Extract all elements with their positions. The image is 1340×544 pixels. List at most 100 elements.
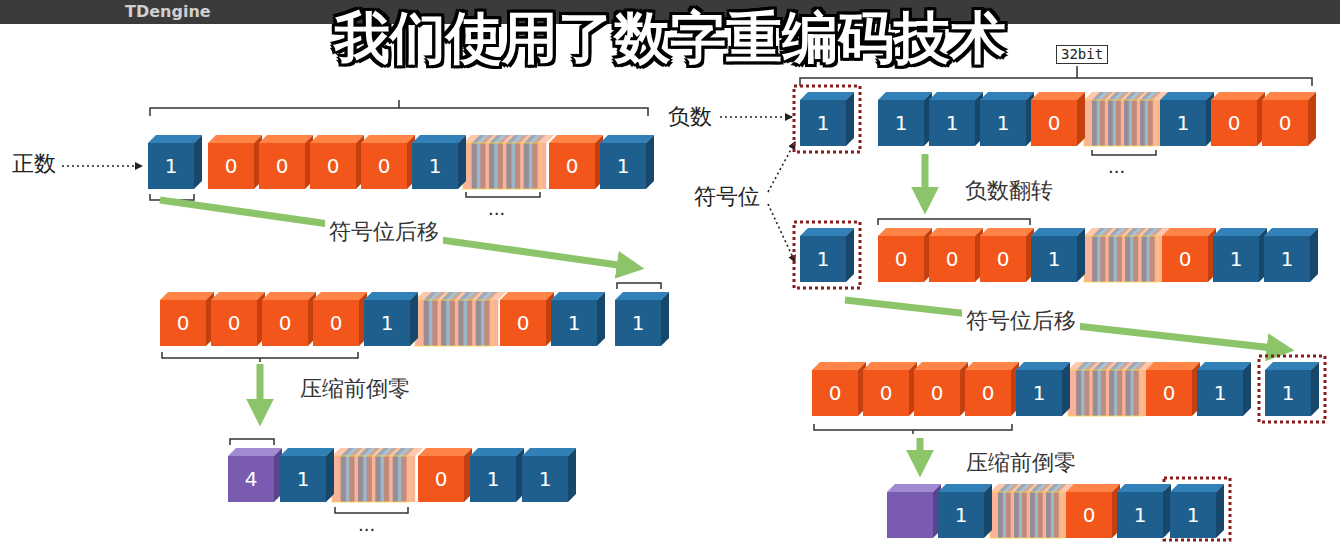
bit-cube: 1 [1031,228,1085,282]
bit-digit: 0 [566,156,579,176]
bit-digit: 1 [955,505,968,525]
bit-digit: 0 [946,249,959,269]
bit-digit: 0 [997,249,1010,269]
bit-digit: 1 [1033,383,1046,403]
bit-digit: 1 [617,156,630,176]
bit-digit: 1 [1214,383,1227,403]
blurred-bits [1084,228,1171,282]
bit-cube: 0 [361,135,415,189]
ellipsis: ... [1108,156,1125,178]
bit-digit: 0 [225,156,238,176]
bit-cube: 1 [470,448,524,502]
bit-digit: 0 [279,313,292,333]
label-wrap: ... [358,514,375,536]
label-wrap: 负数翻转 [965,178,1053,204]
bit-cube: 0 [965,362,1019,416]
bit-digit: 1 [895,113,908,133]
bit-cube: 1 [364,292,418,346]
bit-digit: 1 [632,313,645,333]
bit-cube: 1 [522,448,576,502]
label-wrap: TDengine [125,2,211,21]
bit-digit: 1 [539,469,552,489]
bit-digit: 0 [517,313,530,333]
blurred-bits [415,292,506,346]
bit-cube: 0 [418,448,472,502]
bit-digit: 1 [165,156,178,176]
bracket [150,66,1312,513]
pointer-arrow [62,117,795,262]
label-wrap: 正数 [12,151,56,177]
bit-cube: 1 [1170,484,1224,538]
blurred-bits [990,484,1075,538]
bit-cube: 0 [812,362,866,416]
bit-digit: 1 [817,113,830,133]
step-label: 负数翻转 [965,178,1053,204]
bit-digit: 0 [330,313,343,333]
bit-cube: 1 [929,92,983,146]
bit-cube: 0 [1211,92,1265,146]
bit-cube: 0 [500,292,554,346]
bit-cube: 1 [1016,362,1070,416]
watermark: TDengine [125,2,211,21]
subtitle-title: 我们使用了数字重编码技术 [334,5,1006,70]
annotation-label: 符号位 [694,184,760,210]
bit-cube: 0 [1146,362,1200,416]
flow-arrow [160,154,1282,465]
bit-cube: 0 [310,135,364,189]
bit-digit: 0 [378,156,391,176]
bit-digit: 1 [946,113,959,133]
bit-digit: 1 [817,249,830,269]
bit-digit: 0 [327,156,340,176]
bit-digit: 1 [568,313,581,333]
bit-digit: 0 [435,469,448,489]
bit-cube: 0 [1066,484,1120,538]
label-wrap: 压缩前倒零 [966,450,1076,476]
bit-cube: 1 [1160,92,1214,146]
bit-cube: 1 [1213,228,1267,282]
bit-cube: 1 [878,92,932,146]
bit-digit: 0 [1083,505,1096,525]
bit-cube: 0 [259,135,313,189]
bit-digit: 0 [1228,113,1241,133]
bit-cube: 0 [211,292,265,346]
bit-digit: 0 [982,383,995,403]
label-wrap: 符号位 [694,184,760,210]
bit-cube: 0 [160,292,214,346]
bit-digit: 1 [381,313,394,333]
bit-cube: 0 [549,135,603,189]
blurred-bits [1068,362,1155,416]
bit-cube: 0 [262,292,316,346]
bit-digit: 0 [880,383,893,403]
bit-digit: 0 [895,249,908,269]
bit-digit: 1 [487,469,500,489]
bit-cube: 1 [600,135,654,189]
bit-digit: 1 [429,156,442,176]
label-wrap: 负数 [668,104,712,130]
bit-cube: 1 [412,135,466,189]
bit-cube: 4 [228,448,282,502]
annotation-label: 正数 [12,151,56,177]
bit-digit: 1 [1282,383,1295,403]
ellipsis: ... [358,514,375,536]
blurred-bits [1084,92,1169,146]
size-label: 32bit [1056,45,1108,64]
bit-digit: 1 [997,113,1010,133]
bit-cube: 1 [615,292,669,346]
bit-cube: 1 [938,484,992,538]
blurred-bits [332,448,423,502]
bit-cube: 0 [929,228,983,282]
step-label: 符号位后移 [962,308,1080,334]
step-label: 压缩前倒零 [300,376,410,402]
bit-cube: 1 [280,448,334,502]
label-wrap: 32bit [1056,44,1108,64]
bit-cube: 1 [800,228,854,282]
label-wrap: 符号位后移 [325,219,443,245]
sign-bit-frame [794,86,1325,540]
bit-digit: 0 [1163,383,1176,403]
bit-digit: 1 [1134,505,1147,525]
bit-digit: 1 [1187,505,1200,525]
bit-cube: 1 [148,135,202,189]
bit-digit: 0 [228,313,241,333]
bit-cube: 1 [1197,362,1251,416]
bit-cube: 1 [800,92,854,146]
